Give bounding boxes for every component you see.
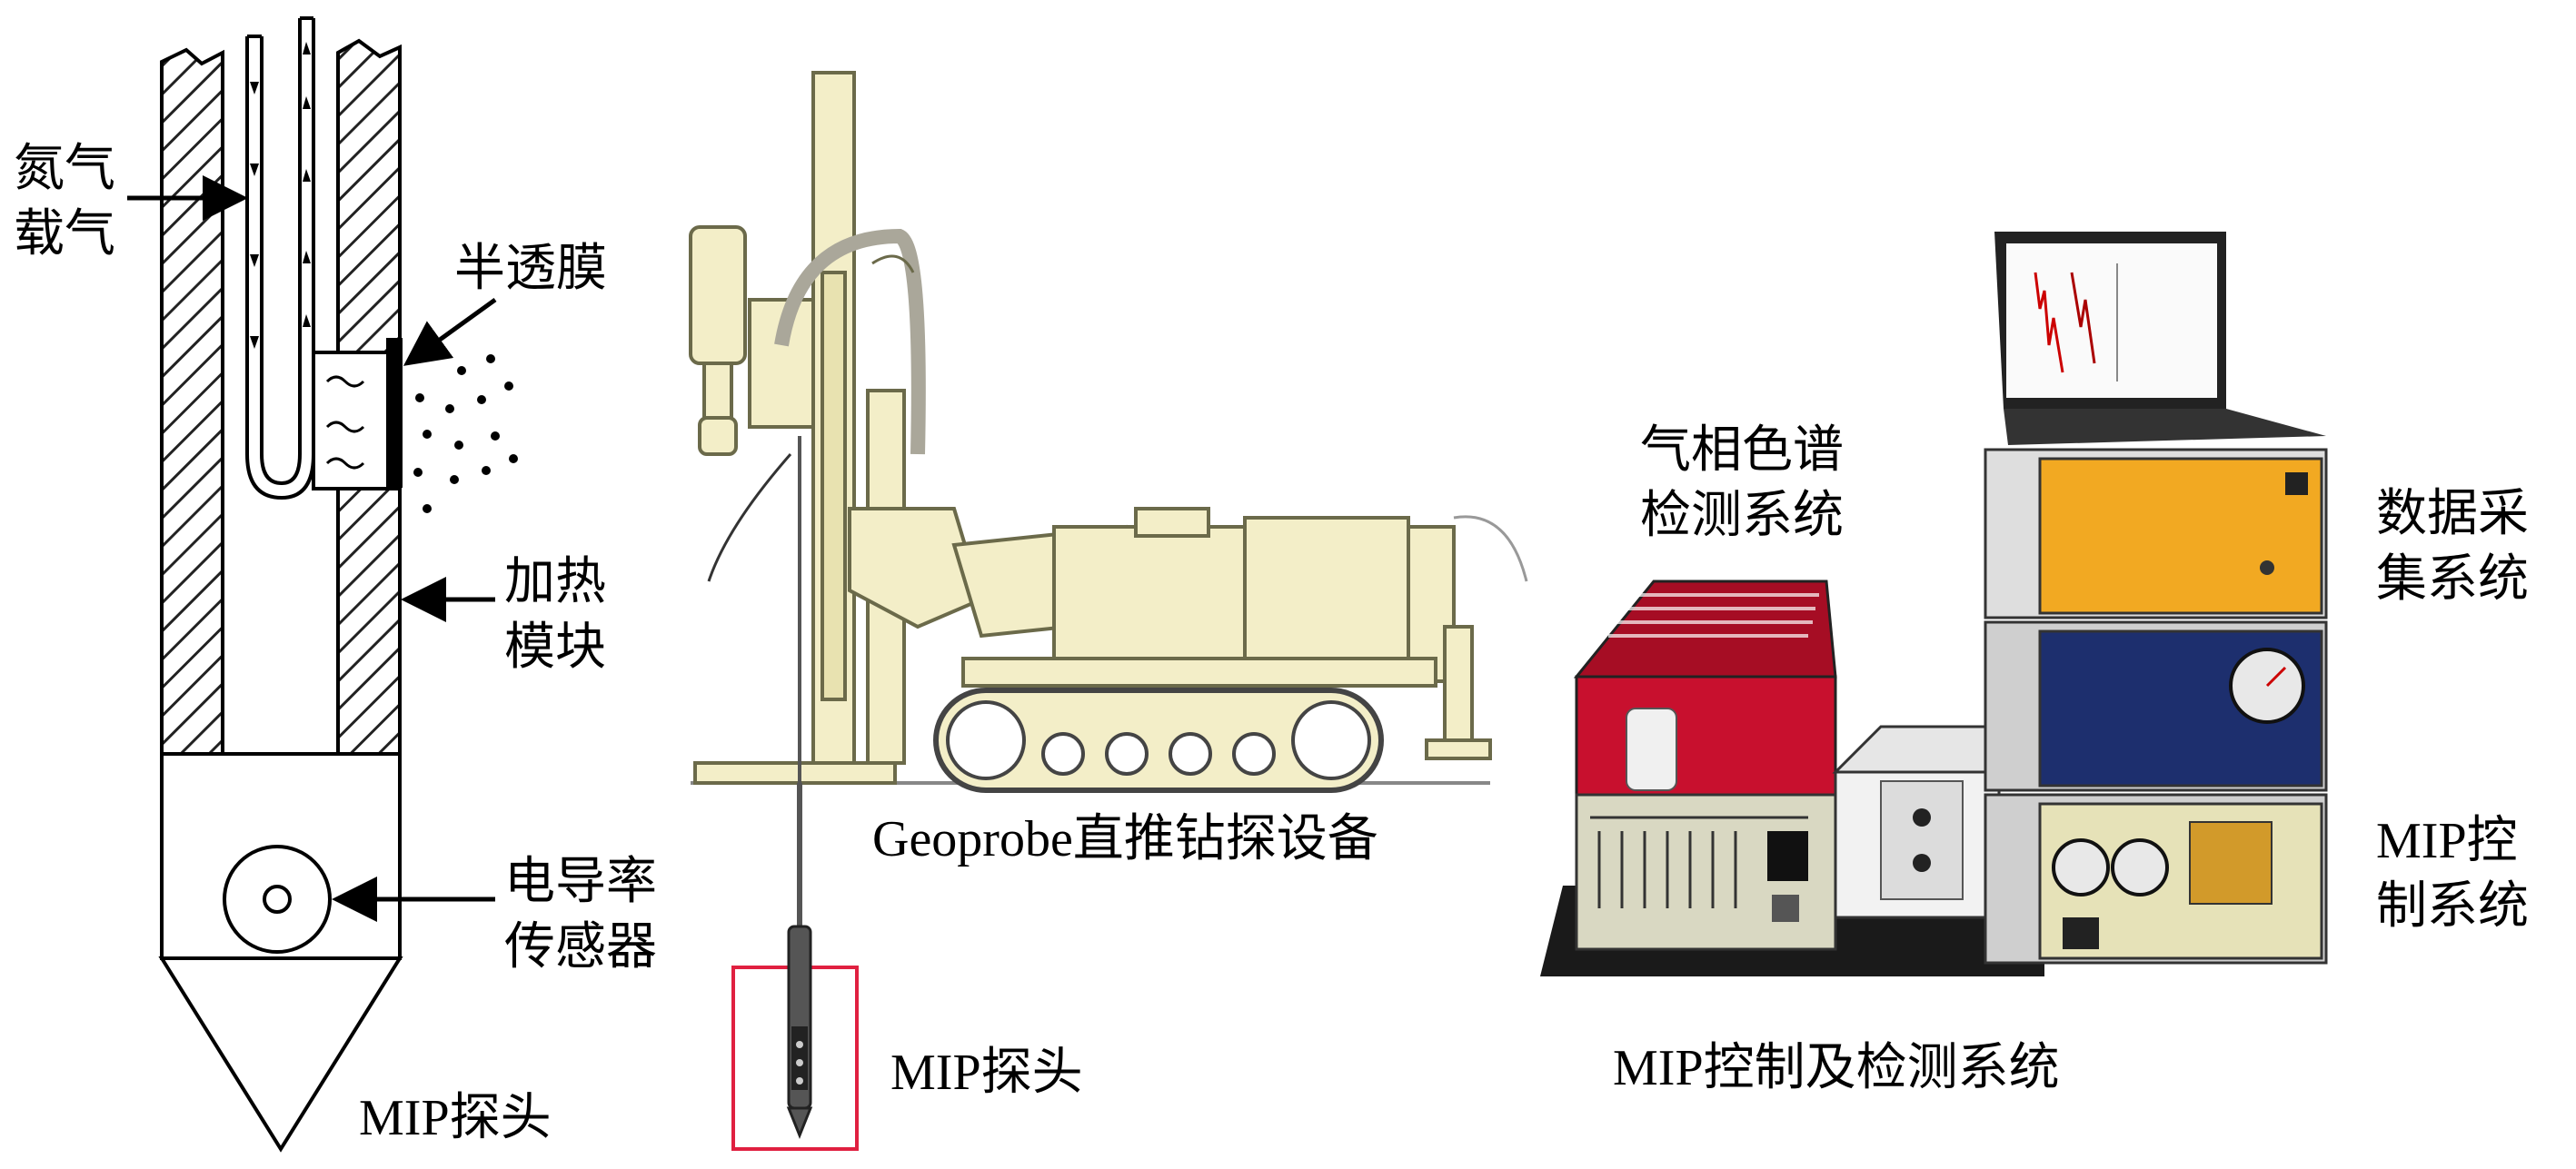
geoprobe-rig (689, 71, 1528, 926)
label-nitrogen-carrier-gas: 氮气 载气 (14, 136, 115, 267)
label-geoprobe: Geoprobe直推钻探设备 (872, 811, 1378, 867)
rig-engine-body (1052, 525, 1247, 679)
instrument-stack (1984, 448, 2328, 965)
daq-unit (2038, 457, 2323, 615)
label-conductivity-sensor: 电导率 传感器 (504, 849, 657, 980)
label-gc-line2: 检测系统 (1640, 486, 1844, 545)
laptop (1994, 232, 2326, 445)
conductivity-sensor-core (263, 885, 292, 914)
label-mipctl-line1: MIP控 (2376, 813, 2518, 869)
control-detection-system (1540, 232, 2328, 976)
label-system-caption: MIP控制及检测系统 (1613, 1040, 2060, 1096)
label-conductivity-line1: 电导率 (504, 852, 657, 911)
heater-block (312, 351, 402, 490)
side-module (1832, 725, 2010, 919)
label-conductivity-line2: 传感器 (504, 917, 657, 976)
label-nitrogen-line1: 氮气 (14, 139, 115, 198)
label-membrane: 半透膜 (454, 239, 607, 298)
label-mipctl-line2: 制系统 (2376, 878, 2529, 935)
gas-u-tube-inner (260, 18, 302, 486)
label-heating-module: 加热 模块 (504, 550, 606, 680)
label-daq-system: 数据采 集系统 (2376, 481, 2529, 612)
arrow-membrane (403, 297, 497, 366)
label-mip-control: MIP控 制系统 (2376, 808, 2529, 939)
label-nitrogen-line2: 载气 (14, 204, 115, 263)
membrane-strip (386, 338, 403, 488)
gc-instrument (1573, 580, 1837, 951)
probe-left-wall (160, 47, 224, 808)
label-gc-line1: 气相色谱 (1640, 421, 1844, 480)
flow-arrows-down (250, 82, 259, 349)
contaminant-molecules (413, 352, 518, 513)
label-gc-system: 气相色谱 检测系统 (1640, 418, 1844, 549)
probe-photo (731, 925, 859, 1151)
flow-arrows-up (303, 42, 311, 327)
probe-cone-tip (158, 956, 403, 1153)
label-daq-line2: 集系统 (2376, 550, 2529, 609)
probe-cross-section (127, 16, 518, 1153)
rig-hammer (689, 225, 747, 365)
rig-hydraulic-tank (1243, 516, 1410, 679)
label-heating-line1: 加热 (504, 552, 606, 611)
label-probe-left: MIP探头 (359, 1090, 552, 1146)
label-heating-line2: 模块 (504, 618, 606, 677)
label-probe-mid: MIP探头 (890, 1045, 1083, 1101)
label-daq-line1: 数据采 (2376, 484, 2529, 543)
